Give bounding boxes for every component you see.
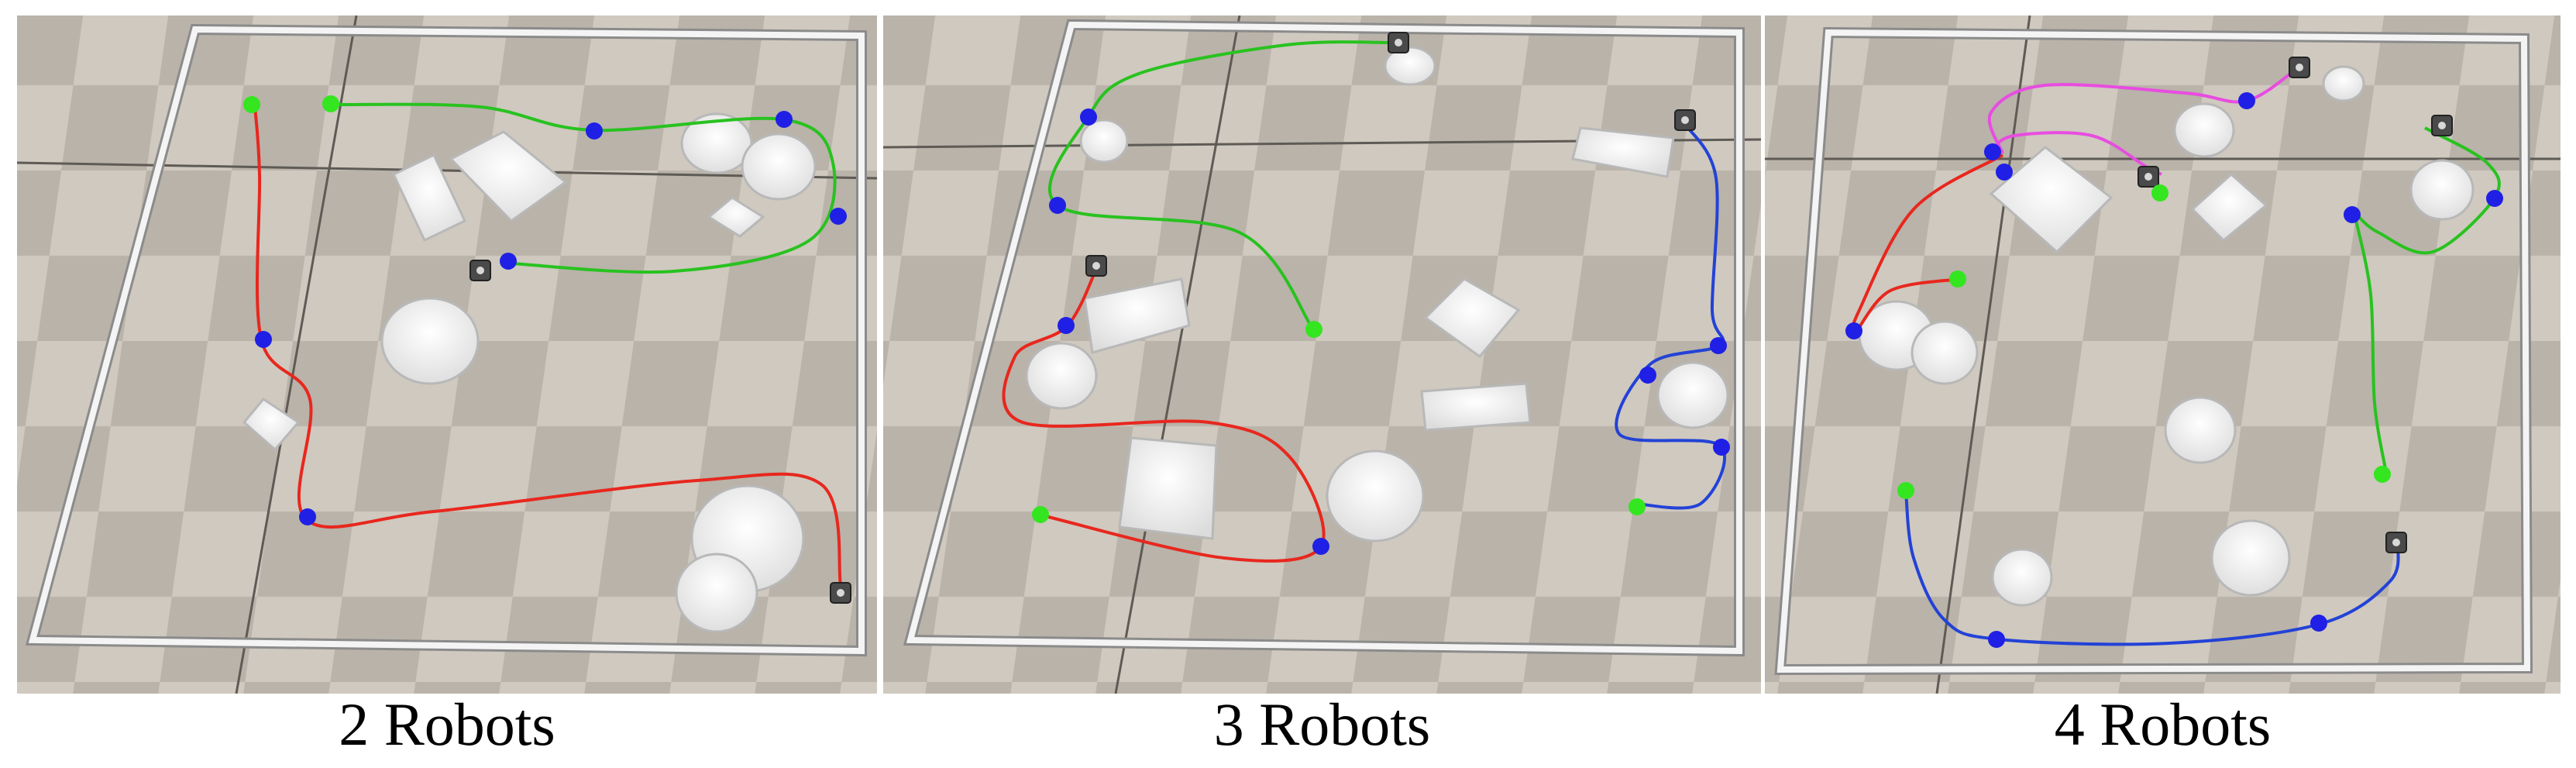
cylinder-obstacle	[1079, 119, 1129, 164]
robot-marker	[1085, 255, 1107, 277]
blue-waypoint	[2486, 190, 2503, 207]
panel-3-robots	[883, 15, 1761, 694]
obstacles	[1858, 65, 2475, 607]
blue-waypoint	[1058, 317, 1075, 334]
blue-waypoint	[1080, 108, 1097, 126]
box-obstacle	[1083, 277, 1191, 354]
cylinder-obstacle	[2409, 159, 2475, 221]
box-obstacle	[242, 398, 301, 452]
box-obstacle	[1571, 126, 1675, 178]
blue-waypoint	[1713, 439, 1730, 456]
blue-waypoint	[1710, 337, 1727, 354]
cylinder-obstacle	[1991, 548, 2053, 607]
robot-marker	[2385, 532, 2407, 553]
cylinder-obstacle	[1911, 320, 1979, 385]
blue-waypoint	[2310, 615, 2327, 632]
blue-waypoint	[255, 331, 272, 348]
robot-marker	[2137, 166, 2159, 188]
robot-path	[253, 105, 842, 586]
cylinder-obstacle	[1025, 342, 1098, 410]
robot-marker	[830, 582, 851, 604]
panel-caption: 4 Robots	[2054, 691, 2272, 758]
axis-line	[1935, 15, 2031, 694]
cylinder-obstacle	[2164, 396, 2237, 464]
blue-waypoint	[586, 122, 603, 139]
arena-wall	[1776, 29, 2531, 673]
paths-layer	[1845, 57, 2503, 648]
panel-4-robots	[1765, 15, 2561, 694]
robot-path	[1850, 153, 2004, 335]
box-obstacle	[1118, 436, 1218, 540]
green-waypoint	[1949, 270, 1966, 288]
cylinder-obstacle	[741, 133, 817, 201]
blue-waypoint	[1312, 538, 1329, 555]
cylinder-obstacle	[2210, 519, 2291, 597]
box-obstacle	[1420, 382, 1532, 432]
cylinder-obstacle	[2173, 102, 2235, 158]
green-waypoint	[2374, 466, 2391, 483]
green-waypoint	[322, 95, 339, 112]
robot-path	[1904, 491, 2400, 646]
panel-2-robots	[17, 15, 877, 694]
axis-line	[1114, 15, 1241, 694]
blue-waypoint	[1049, 197, 1066, 214]
box-obstacle	[707, 196, 765, 238]
blue-waypoint	[500, 253, 517, 270]
robot-marker	[2289, 57, 2310, 78]
robot-path	[1615, 122, 1726, 510]
floor	[883, 15, 1761, 694]
green-waypoint	[1032, 506, 1049, 523]
blue-waypoint	[2238, 92, 2255, 109]
blue-waypoint	[830, 208, 847, 225]
robot-path	[2354, 126, 2501, 255]
robot-path	[330, 102, 837, 274]
green-waypoint	[1897, 482, 1914, 499]
cylinder-obstacle	[1326, 449, 1425, 542]
robot-path	[1002, 263, 1326, 563]
paths-layer	[1002, 32, 1730, 563]
panel-caption: 3 Robots	[1213, 691, 1431, 758]
box-obstacle	[1989, 146, 2113, 254]
blue-waypoint	[299, 508, 316, 525]
green-waypoint	[1305, 321, 1322, 338]
blue-waypoint	[2344, 206, 2361, 223]
cylinder-obstacle	[380, 297, 480, 385]
cylinder-obstacle	[2322, 65, 2365, 102]
obstacles	[242, 112, 817, 633]
box-obstacle	[449, 130, 568, 222]
axis-line	[235, 15, 358, 694]
robot-marker	[2431, 115, 2453, 136]
box-obstacle	[2190, 172, 2268, 243]
paths-layer	[243, 95, 851, 604]
robot-marker	[1674, 109, 1696, 131]
box-obstacle	[392, 153, 466, 243]
arena-wall	[28, 26, 865, 655]
blue-waypoint	[1639, 367, 1656, 384]
green-waypoint	[2151, 184, 2168, 201]
cylinder-obstacle	[1384, 46, 1436, 86]
box-obstacle	[1423, 277, 1521, 359]
blue-waypoint	[1988, 631, 2005, 648]
robot-marker	[1388, 32, 1409, 53]
panel-caption: 2 Robots	[339, 691, 555, 758]
robot-path	[2354, 216, 2388, 474]
robot-path	[1047, 40, 1395, 331]
cylinder-obstacle	[675, 553, 758, 633]
blue-waypoint	[1996, 164, 2013, 181]
blue-waypoint	[776, 111, 793, 128]
obstacles	[1025, 46, 1729, 542]
arena-wall	[906, 21, 1742, 655]
cylinder-obstacle	[1656, 361, 1729, 429]
blue-waypoint	[1845, 322, 1862, 339]
green-waypoint	[243, 96, 260, 113]
green-waypoint	[1628, 498, 1646, 515]
blue-waypoint	[1984, 143, 2001, 160]
robot-marker	[469, 260, 491, 281]
